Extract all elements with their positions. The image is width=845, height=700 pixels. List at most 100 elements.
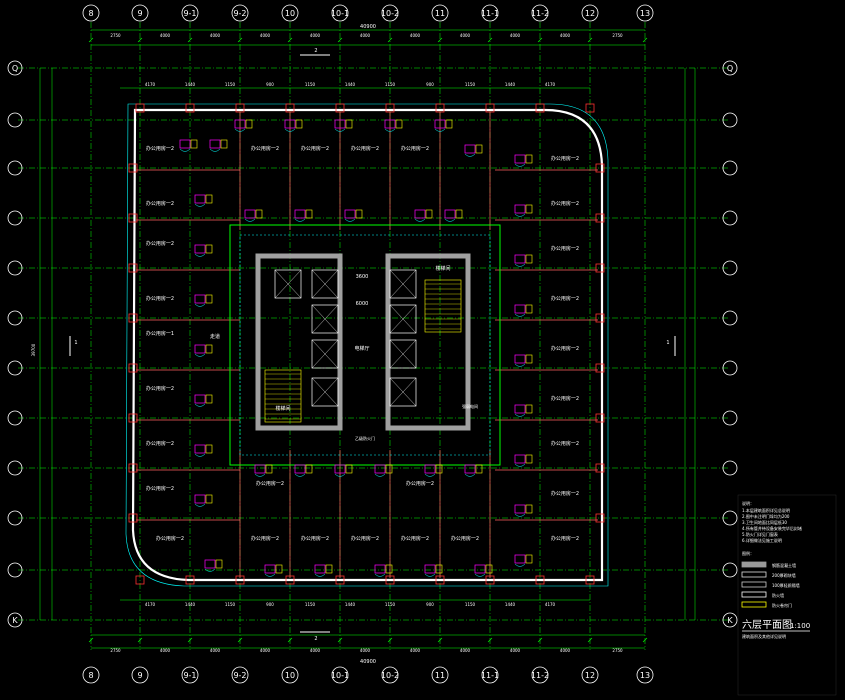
inner-dimension-bottom: 1150	[465, 602, 476, 607]
span-dimension-top: 4000	[360, 33, 371, 38]
structural-column	[128, 413, 138, 423]
dimension-tick	[537, 637, 543, 643]
axis-bubble-top	[481, 4, 499, 22]
inner-dimension-top: 1440	[505, 82, 516, 87]
structural-column	[128, 313, 138, 323]
inner-dimension-bottom: 1150	[225, 602, 236, 607]
door-arc	[194, 253, 206, 257]
span-dimension-top: 4000	[310, 33, 321, 38]
structural-column	[585, 103, 595, 113]
axis-bubble-bottom	[636, 666, 654, 684]
overall-dimension-bottom: 40900	[360, 659, 376, 665]
core-wall-left	[255, 253, 343, 431]
sanitary-fixture	[384, 119, 396, 129]
axis-bubble-top	[636, 4, 654, 22]
inner-dimension-bottom: 900	[426, 602, 434, 607]
axis-bubble-top	[531, 4, 549, 22]
door-arc	[514, 513, 526, 517]
legend-swatch	[741, 601, 767, 608]
axis-label-top: 10	[285, 9, 295, 18]
door-swing	[425, 209, 433, 219]
dimension-tick	[88, 37, 94, 43]
door-arc	[194, 203, 206, 207]
sanitary-fixture	[284, 119, 296, 129]
legend-note: 5.防火门详见门窗表	[742, 531, 778, 537]
axis-bubble-right	[722, 460, 738, 476]
axis-label-top: 11-2	[531, 9, 549, 18]
axis-label-right-top: Q	[727, 64, 733, 73]
door-arc	[424, 473, 436, 477]
dimension-tick	[387, 37, 393, 43]
door-swing	[445, 119, 453, 129]
door-swing	[475, 144, 483, 154]
inner-dimension-bottom: 4170	[145, 602, 156, 607]
door-swing	[220, 139, 228, 149]
span-dimension-bottom: 4000	[460, 648, 471, 653]
axis-bubble-left	[7, 112, 23, 128]
axis-bubble-top	[82, 4, 100, 22]
inner-dimension-bottom: 1440	[345, 602, 356, 607]
axis-bubble-bottom	[481, 666, 499, 684]
structural-column	[128, 163, 138, 173]
door-arc	[244, 218, 256, 222]
axis-bubble-bottom	[181, 666, 199, 684]
axis-bubble-right	[722, 210, 738, 226]
drawing-scale: 1:100	[790, 622, 810, 630]
core-dimension-label: 6000	[356, 301, 369, 307]
door-swing	[485, 564, 493, 574]
side-overall-dimension: 39700	[31, 343, 36, 356]
dimension-tick	[437, 37, 443, 43]
corridor-ring	[229, 224, 501, 466]
inner-dimension-bottom: 1150	[305, 602, 316, 607]
structural-column	[595, 313, 605, 323]
axis-label-top: 9-2	[233, 9, 246, 18]
axis-bubble-top	[581, 4, 599, 22]
sanitary-fixture	[254, 464, 266, 474]
door-swing	[395, 119, 403, 129]
door-arc	[514, 363, 526, 367]
door-swing	[525, 304, 533, 314]
door-arc	[444, 218, 456, 222]
building-outline	[125, 103, 609, 587]
span-dimension-bottom: 4000	[160, 648, 171, 653]
span-dimension-top: 2750	[110, 33, 121, 38]
axis-bubble-bottom	[131, 666, 149, 684]
axis-bubble-bottom	[531, 666, 549, 684]
door-swing	[525, 554, 533, 564]
axis-bubble-top	[281, 4, 299, 22]
axis-label-top: 9	[137, 9, 142, 18]
axis-bubble-left	[7, 60, 23, 76]
exterior-wall	[131, 108, 604, 582]
axis-bubble-right	[722, 260, 738, 276]
door-arc	[464, 473, 476, 477]
axis-label-bottom: 10-1	[331, 671, 349, 680]
room-label-office: 办公用房一2	[551, 535, 579, 542]
room-label-office: 办公用房一2	[351, 535, 379, 542]
inner-dimension-bottom: 1440	[185, 602, 196, 607]
inner-dimension-top: 900	[426, 82, 434, 87]
door-arc	[194, 503, 206, 507]
sanitary-fixture	[294, 464, 306, 474]
sanitary-fixture	[194, 494, 206, 504]
door-swing	[325, 564, 333, 574]
door-swing	[435, 564, 443, 574]
dimension-tick	[187, 37, 193, 43]
span-dimension-bottom: 4000	[260, 648, 271, 653]
axis-bubble-left	[7, 310, 23, 326]
span-dimension-bottom: 4000	[560, 648, 571, 653]
structural-column	[595, 413, 605, 423]
span-dimension-top: 4000	[210, 33, 221, 38]
dimension-tick	[237, 37, 243, 43]
dimension-tick	[187, 637, 193, 643]
dimension-tick	[642, 637, 648, 643]
door-swing	[265, 464, 273, 474]
door-swing	[385, 564, 393, 574]
axis-label-bottom: 13	[640, 671, 650, 680]
room-label-office: 办公用房一2	[551, 155, 579, 162]
room-label-office: 办公用房一2	[401, 145, 429, 152]
room-label-office: 办公用房一2	[146, 145, 174, 152]
fire-door-note: 乙级防火门	[355, 435, 375, 441]
axis-bubble-bottom	[581, 666, 599, 684]
elevator-cross	[389, 269, 417, 299]
room-label-lobby: 电梯厅	[354, 345, 369, 352]
